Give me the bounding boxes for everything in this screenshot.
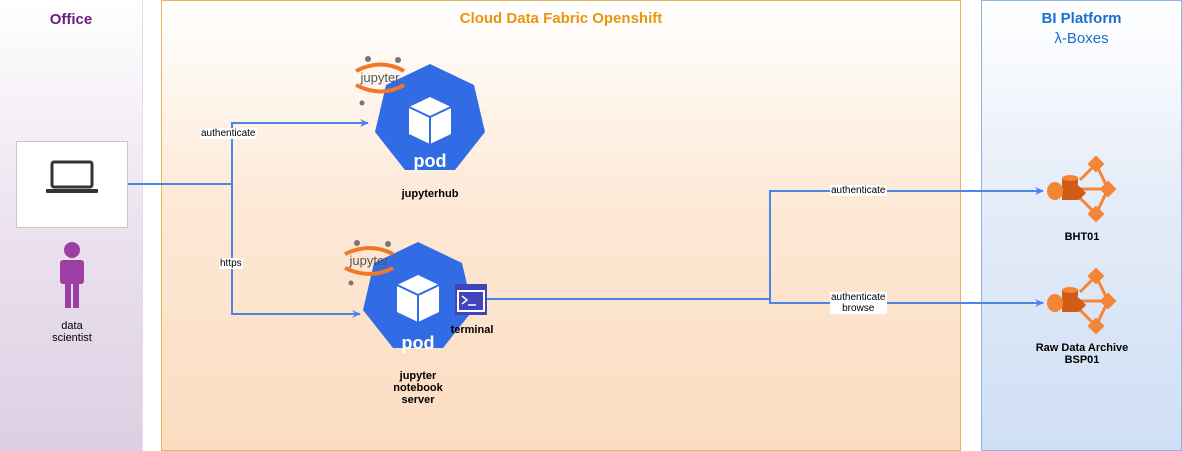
edge-label-browse: browse: [842, 303, 875, 314]
bi-platform-zone: BI Platform λ-Boxes: [981, 0, 1182, 451]
terminal-icon[interactable]: [455, 284, 487, 315]
edge-label-authenticate-bsp01: authenticate browse: [830, 292, 887, 314]
cloud-data-fabric-zone: Cloud Data Fabric Openshift: [161, 0, 961, 451]
jupyter-logo-icon: jupyter: [344, 240, 394, 286]
edge-authenticate-hub: [128, 119, 369, 185]
edge-label-authenticate-hub: authenticate: [200, 128, 257, 139]
edge-label-authenticate-bht01: authenticate: [830, 185, 887, 196]
data-pipeline-icon: [1047, 155, 1117, 223]
edge-label-https: https: [219, 258, 243, 269]
user-caption: data scientist: [52, 320, 92, 344]
terminal-caption: terminal: [450, 324, 494, 336]
edge-https-notebook: [231, 184, 361, 318]
person-icon: [60, 242, 84, 308]
edge-label-authenticate: authenticate: [831, 292, 886, 303]
jupyter-logo-icon: jupyter: [355, 56, 405, 106]
jupyterhub-caption: jupyterhub: [401, 188, 459, 200]
office-zone-title: Office: [49, 11, 93, 28]
pod-label: pod: [402, 333, 435, 353]
notebook-caption: jupyter notebook server: [393, 370, 443, 406]
edge-browse-bsp01: [769, 299, 1044, 307]
bi-zone-subtitle: λ-Boxes: [1054, 30, 1109, 47]
bht01-caption: BHT01: [1064, 231, 1100, 243]
jupyter-logo-text: jupyter: [348, 253, 389, 268]
jupyter-logo-text: jupyter: [359, 70, 400, 85]
cdf-zone-title: Cloud Data Fabric Openshift: [459, 10, 663, 27]
data-pipeline-icon: [1047, 267, 1117, 335]
laptop-icon: [46, 160, 98, 193]
bsp01-caption: Raw Data Archive BSP01: [1035, 342, 1129, 366]
edge-authenticate-bht01: [487, 187, 1044, 300]
kubernetes-pod-icon: pod: [375, 64, 485, 171]
bi-zone-title: BI Platform: [1041, 10, 1122, 27]
pod-label: pod: [414, 151, 447, 171]
laptop-node[interactable]: [16, 141, 128, 228]
